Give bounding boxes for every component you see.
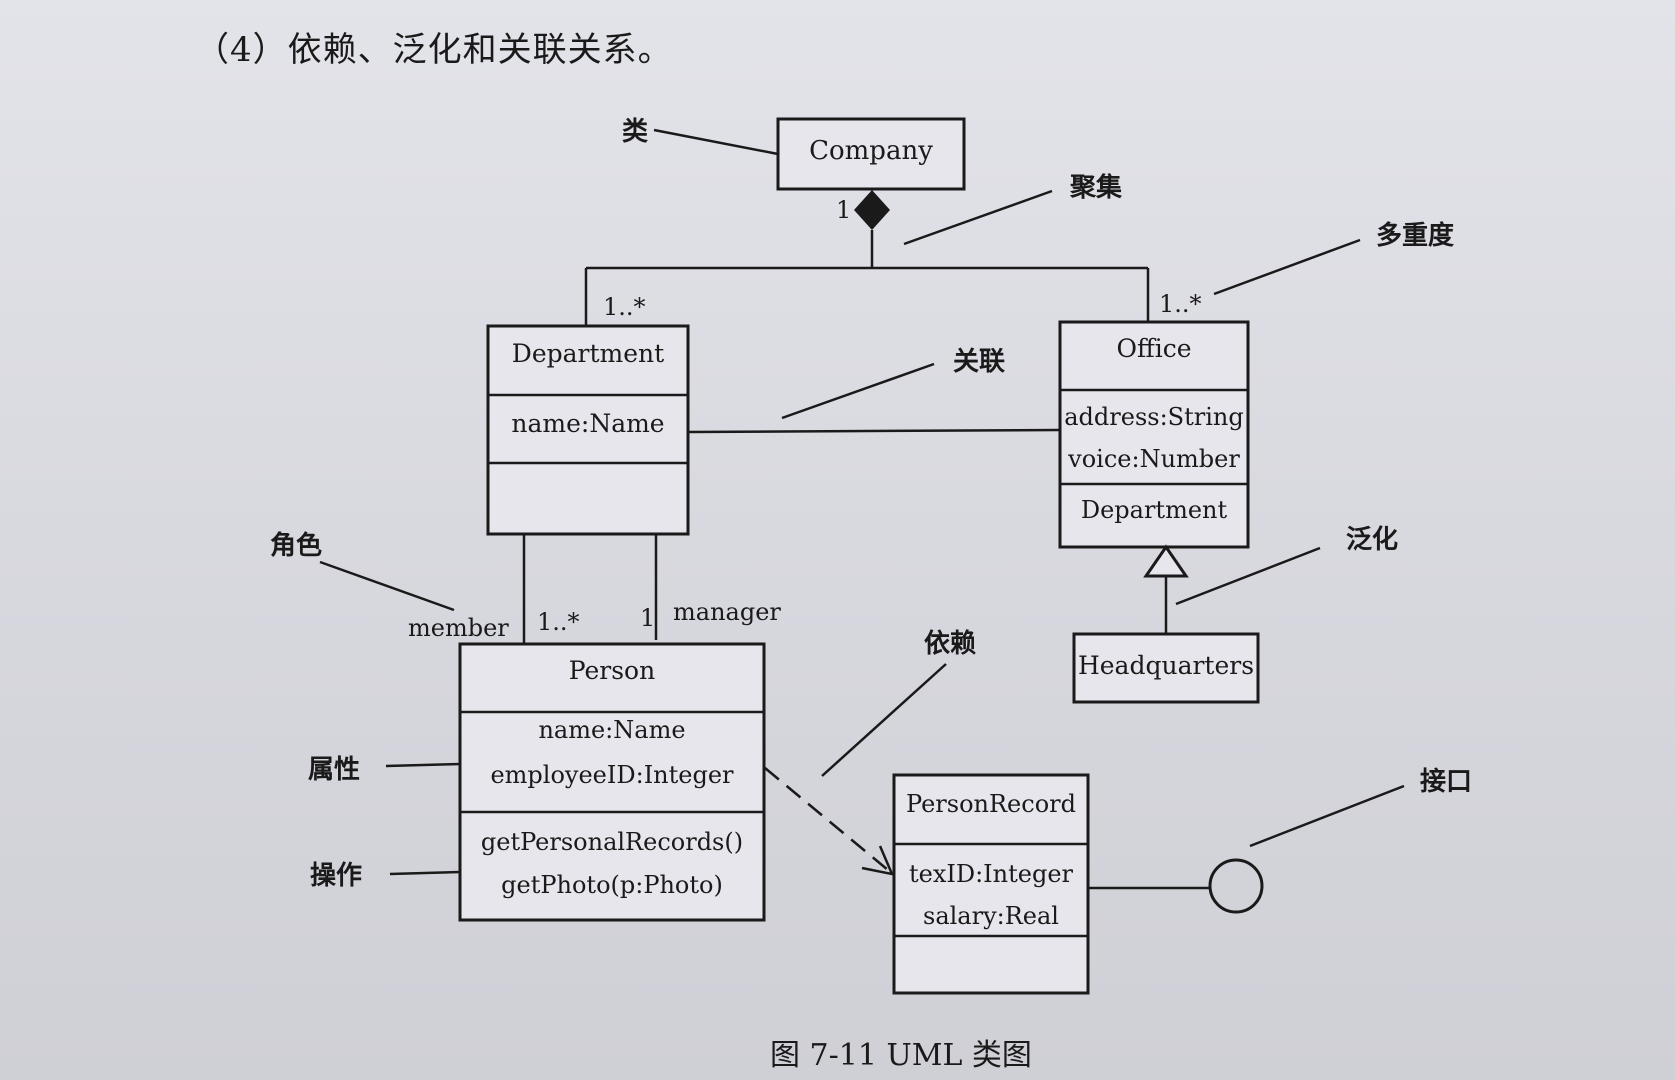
class-department: Department name:Name xyxy=(486,324,690,536)
department-multiplicity: 1..* xyxy=(603,293,646,321)
dependency-arrowhead xyxy=(861,845,895,876)
annotation-generalization: 泛化 xyxy=(1346,525,1398,555)
person-attribute-employeeid: employeeID:Integer xyxy=(490,761,734,789)
class-leader xyxy=(653,128,779,156)
department-box xyxy=(486,324,690,536)
interface-circle xyxy=(1208,858,1264,914)
person-box xyxy=(458,642,766,922)
class-personrecord: PersonRecord texID:Integer salary:Real xyxy=(892,773,1090,995)
company-box xyxy=(776,117,966,191)
office-multiplicity: 1..* xyxy=(1159,290,1202,318)
office-attribute-address: address:String xyxy=(1064,403,1243,431)
person-name: Person xyxy=(569,656,655,685)
dependency-line xyxy=(764,767,889,871)
personrecord-name: PersonRecord xyxy=(906,790,1076,818)
annotation-association: 关联 xyxy=(953,347,1005,377)
annotation-attribute: 属性 xyxy=(308,755,360,785)
generalization-leader xyxy=(1175,546,1321,606)
class-headquarters: Headquarters xyxy=(1072,632,1260,704)
annotation-dependency: 依赖 xyxy=(924,629,976,659)
personrecord-box xyxy=(892,773,1090,995)
aggregation-diamond xyxy=(854,190,890,230)
multiplicity-leader xyxy=(1213,238,1361,296)
manager-multiplicity: 1 xyxy=(640,604,655,632)
personrecord-attribute-salary: salary:Real xyxy=(923,902,1059,930)
department-attribute: name:Name xyxy=(511,409,664,438)
association-line xyxy=(687,428,1061,434)
annotation-role: 角色 xyxy=(270,530,322,561)
attribute-leader xyxy=(385,762,461,768)
annotation-class: 类 xyxy=(622,117,648,147)
association-leader xyxy=(781,362,935,420)
office-box xyxy=(1058,320,1250,549)
annotation-operation: 操作 xyxy=(310,861,362,891)
annotation-interface: 接口 xyxy=(1420,767,1472,797)
person-operation-records: getPersonalRecords() xyxy=(481,828,743,856)
section-heading: （4）依赖、泛化和关联关系。 xyxy=(195,30,673,70)
interface-leader xyxy=(1249,784,1405,848)
office-attribute-voice: voice:Number xyxy=(1067,445,1240,473)
manager-role: manager xyxy=(673,598,781,626)
role-leader xyxy=(319,560,455,612)
figure-caption: 图 7-11 UML 类图 xyxy=(770,1038,1032,1073)
member-multiplicity: 1..* xyxy=(537,608,580,636)
generalization-triangle xyxy=(1143,544,1189,578)
office-name: Office xyxy=(1116,334,1191,363)
member-role: member xyxy=(408,614,509,642)
person-attribute-name: name:Name xyxy=(538,716,685,744)
person-operation-photo: getPhoto(p:Photo) xyxy=(501,871,723,899)
annotation-aggregation: 聚集 xyxy=(1069,172,1123,203)
headquarters-box xyxy=(1072,632,1260,704)
company-name: Company xyxy=(809,136,933,166)
department-name: Department xyxy=(512,339,664,368)
operation-leader xyxy=(389,870,461,876)
class-person: Person name:Name employeeID:Integer getP… xyxy=(458,642,766,922)
office-operation: Department xyxy=(1081,496,1228,524)
dependency-leader xyxy=(821,663,947,777)
aggregation-leader xyxy=(903,189,1053,246)
company-multiplicity: 1 xyxy=(836,196,851,224)
personrecord-attribute-texid: texID:Integer xyxy=(909,860,1074,888)
headquarters-name: Headquarters xyxy=(1078,651,1254,680)
class-office: Office address:String voice:Number Depar… xyxy=(1058,320,1250,549)
class-company: Company xyxy=(776,117,966,191)
annotation-multiplicity: 多重度 xyxy=(1376,220,1454,251)
